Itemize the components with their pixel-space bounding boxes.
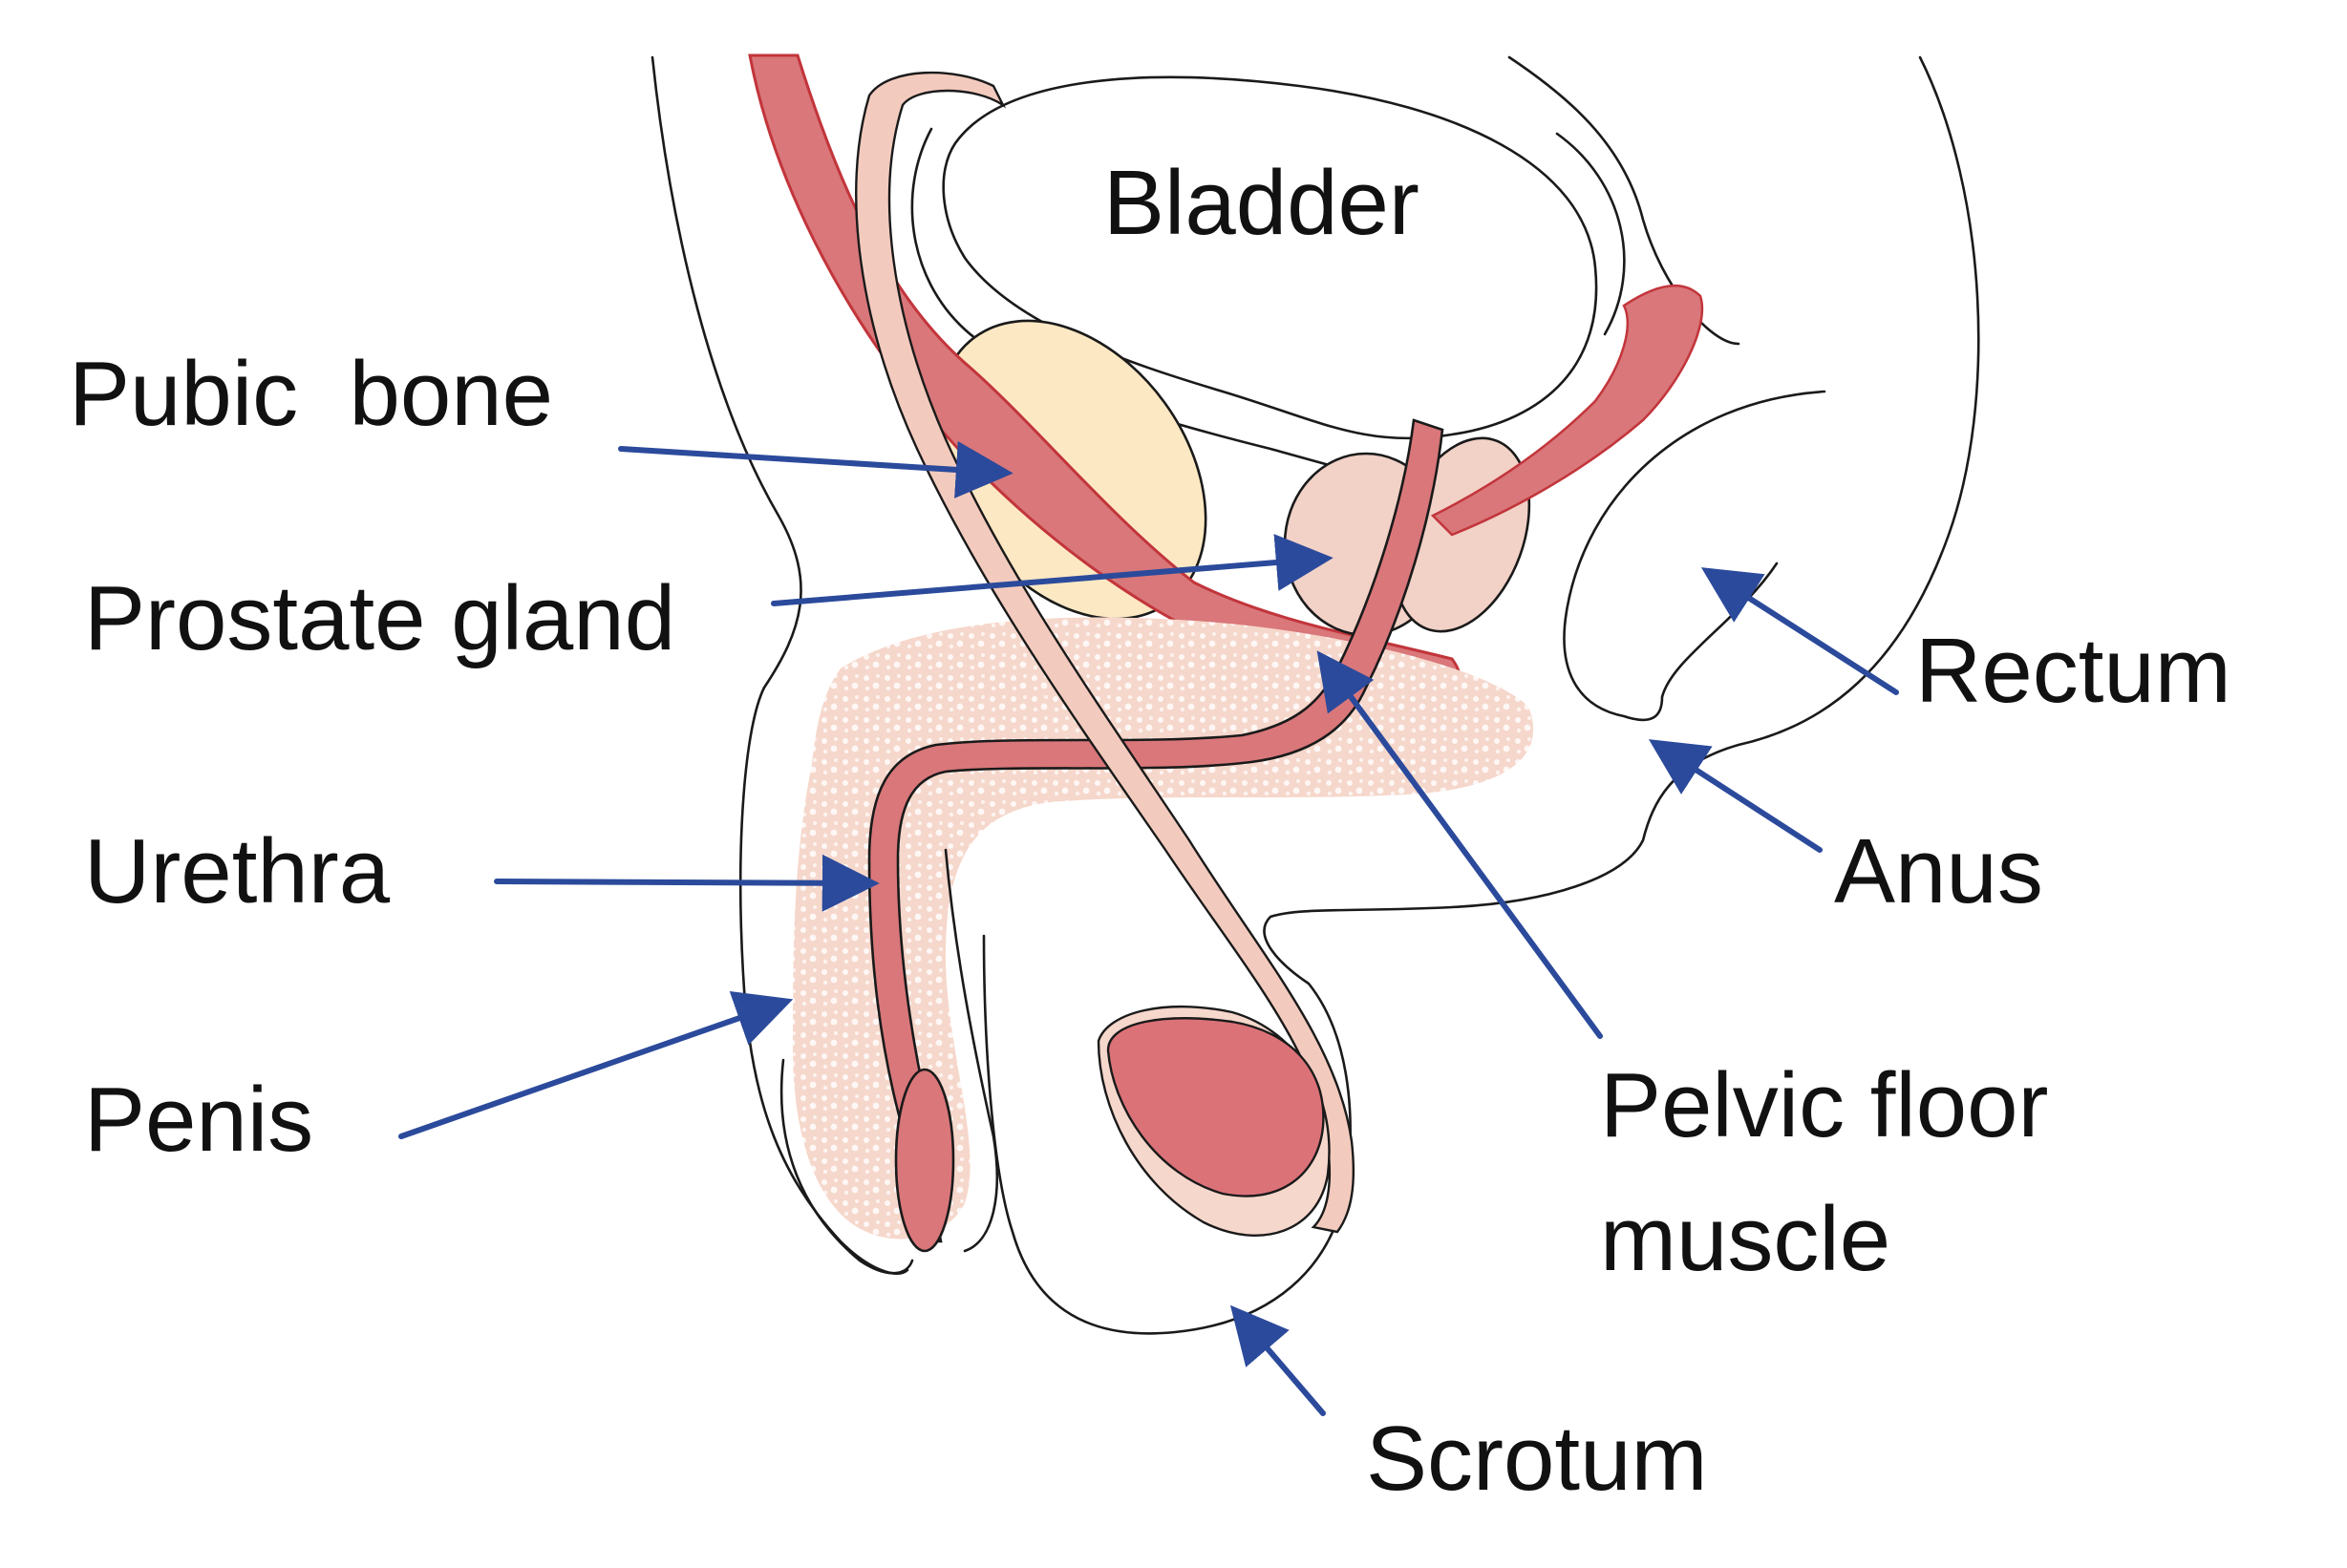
label-pubic-bone: Pubic bone — [69, 343, 553, 445]
label-rectum: Rectum — [1915, 620, 2231, 722]
arrow-rectum — [1700, 567, 1899, 695]
vas-deferens — [1430, 284, 1704, 537]
rectum — [1507, 55, 1826, 722]
arrow-pubic-bone — [618, 440, 1013, 498]
labels: Bladder Pubic bone Prostate gland Urethr… — [69, 152, 2231, 1510]
label-anus: Anus — [1834, 820, 2043, 922]
label-pelvic-floor-line2: muscle — [1600, 1188, 1890, 1290]
label-scrotum: Scrotum — [1366, 1408, 1707, 1510]
spermatic-cord — [855, 71, 1355, 1234]
urethra — [867, 418, 1444, 1253]
label-penis: Penis — [84, 1069, 313, 1171]
arrow-penis — [398, 990, 794, 1139]
label-urethra: Urethra — [84, 820, 391, 922]
arrow-anus — [1648, 739, 1823, 853]
label-pelvic-floor-line1: Pelvic floor — [1600, 1054, 2049, 1156]
testis — [1106, 1017, 1325, 1197]
label-bladder: Bladder — [1103, 152, 1419, 254]
label-arrows — [398, 440, 1899, 1416]
label-prostate-gland: Prostate gland — [84, 567, 675, 669]
penis — [779, 617, 1534, 1275]
arrow-prostate-gland — [771, 534, 1334, 606]
arrow-pelvic-floor — [1316, 650, 1603, 1039]
scrotum — [1097, 1006, 1331, 1237]
arrow-urethra — [494, 854, 880, 912]
arrow-scrotum — [1229, 1304, 1326, 1416]
